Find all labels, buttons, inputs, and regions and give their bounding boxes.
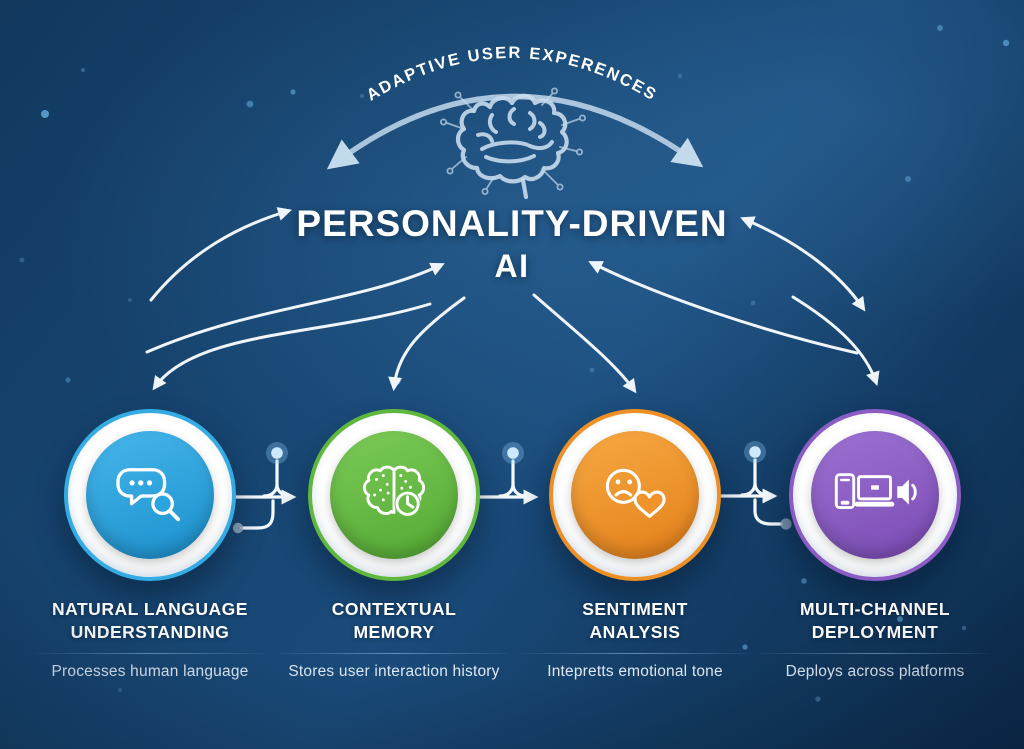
node-description: Deploys across platforms [785, 662, 965, 680]
arc-label: ADAPTIVE USER EXPERENCES [364, 44, 661, 105]
node-circle [549, 409, 721, 581]
node-label: SENTIMENT ANALYSIS [582, 599, 688, 642]
label-divider [760, 652, 990, 654]
arrow-title-to-node-3 [532, 293, 637, 394]
node-circle [64, 409, 236, 581]
node-label: CONTEXTUAL MEMORY [331, 599, 457, 642]
node-description: Stores user interaction history [288, 662, 500, 680]
node-sentiment-analysis: SENTIMENT ANALYSIS Intepretts emotional … [510, 409, 760, 681]
node-circle [789, 409, 961, 581]
node-circle [308, 409, 480, 581]
node-multi-channel-deployment: MULTI-CHANNEL DEPLOYMENT Deploys across … [750, 409, 1000, 681]
label-divider [35, 652, 265, 654]
node-contextual-memory: CONTEXTUAL MEMORY Stores user interactio… [269, 409, 519, 681]
brain-circuit-icon [439, 87, 586, 200]
label-divider [279, 652, 509, 654]
node-description: Processes human language [51, 662, 249, 680]
title-line-1: PERSONALITY-DRIVEN [296, 203, 728, 244]
node-label: NATURAL LANGUAGE UNDERSTANDING [52, 599, 248, 642]
chat-search-icon [116, 468, 181, 522]
arrow-title-to-node-1 [152, 302, 432, 391]
label-divider [520, 652, 750, 654]
arrow-title-to-node-2 [388, 296, 466, 392]
node-natural-language-understanding: NATURAL LANGUAGE UNDERSTANDING Processes… [25, 409, 275, 681]
node-label: MULTI-CHANNEL DEPLOYMENT [799, 599, 951, 642]
arrow-title-to-node-4 [791, 295, 880, 386]
title-line-2: AI [494, 248, 530, 284]
sad-face-heart-icon [605, 468, 666, 518]
devices-speaker-icon [834, 473, 917, 510]
brain-clock-icon [362, 465, 426, 517]
node-description: Intepretts emotional tone [547, 662, 723, 680]
main-title: PERSONALITY-DRIVEN AI [0, 203, 1024, 285]
adaptive-loop-arc [326, 93, 704, 170]
